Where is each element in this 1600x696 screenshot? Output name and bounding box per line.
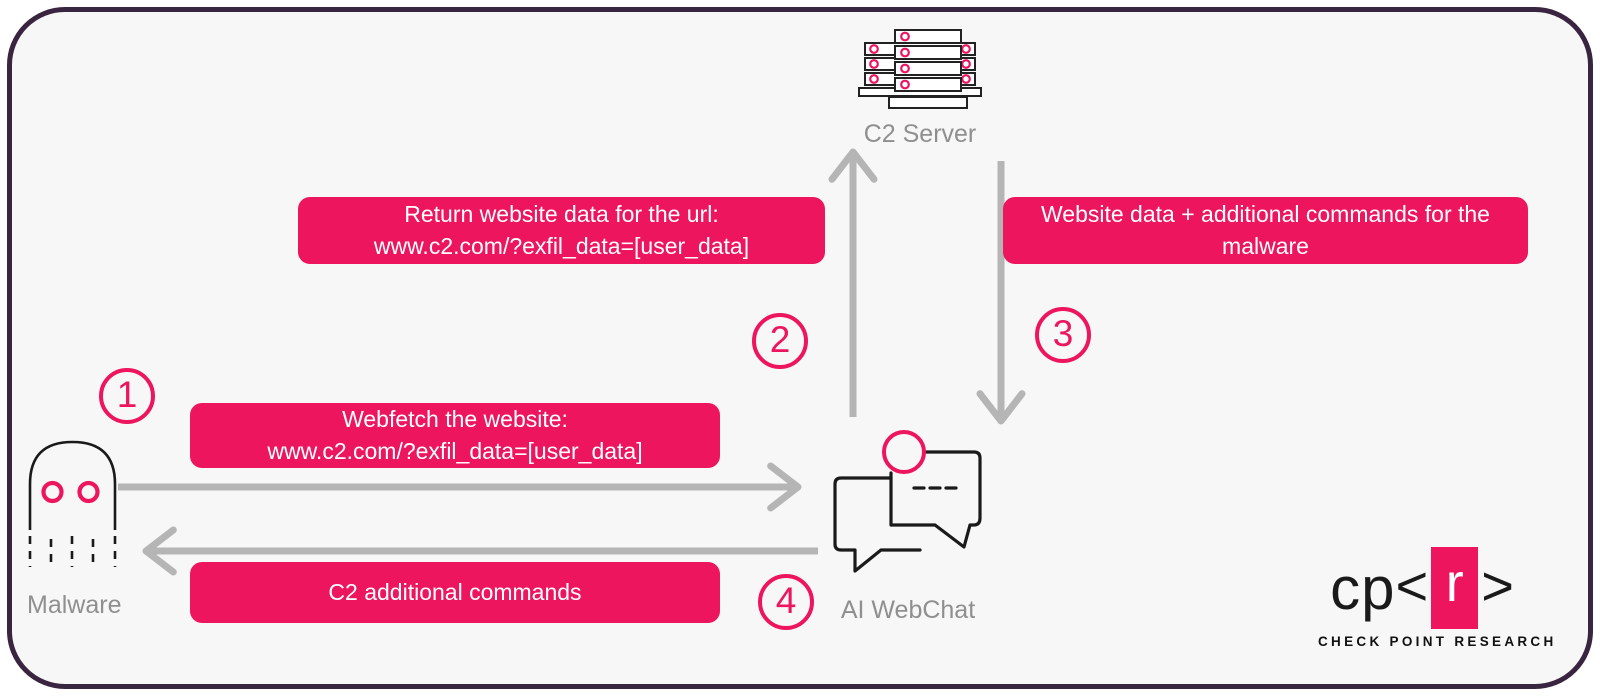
cpr-logo-wordmark: cp < r > <box>1318 546 1526 630</box>
message-webfetch: Webfetch the website: www.c2.com/?exfil_… <box>190 403 720 468</box>
step-badge-1: 1 <box>99 368 155 424</box>
step-badge-3: 3 <box>1035 307 1091 363</box>
message-c2-commands-line1: C2 additional commands <box>328 578 582 605</box>
step-badge-4: 4 <box>758 574 814 630</box>
cpr-logo-r-box: r <box>1431 547 1479 629</box>
message-webfetch-line2: www.c2.com/?exfil_data=[user_data] <box>267 437 643 464</box>
chat-bubbles-icon <box>833 430 982 573</box>
message-website-line1: Website data + additional commands for t… <box>1041 200 1490 227</box>
message-c2-additional-commands: C2 additional commands <box>190 562 720 623</box>
message-website-line2: malware <box>1222 232 1309 259</box>
message-return-line1: Return website data for the url: <box>404 200 719 227</box>
cpr-logo-close-bracket: > <box>1481 553 1514 617</box>
message-website-data-commands: Website data + additional commands for t… <box>1003 197 1528 264</box>
message-return-website-data: Return website data for the url: www.c2.… <box>298 197 825 264</box>
cpr-logo-cp: cp <box>1330 554 1396 622</box>
message-webfetch-line1: Webfetch the website: <box>342 405 568 432</box>
server-icon <box>858 29 982 109</box>
ai-webchat-label: AI WebChat <box>840 596 976 624</box>
cpr-logo-subtitle: CHECK POINT RESEARCH <box>1318 634 1557 649</box>
cpr-logo-open-bracket: < <box>1395 553 1429 617</box>
message-return-line2: www.c2.com/?exfil_data=[user_data] <box>373 232 750 259</box>
step-badge-2: 2 <box>752 313 808 369</box>
c2-server-label: C2 Server <box>863 120 977 148</box>
malware-ghost-icon <box>28 440 117 568</box>
cpr-logo: cp < r > CHECK POINT RESEARCH <box>1318 546 1557 649</box>
malware-label: Malware <box>27 591 122 619</box>
